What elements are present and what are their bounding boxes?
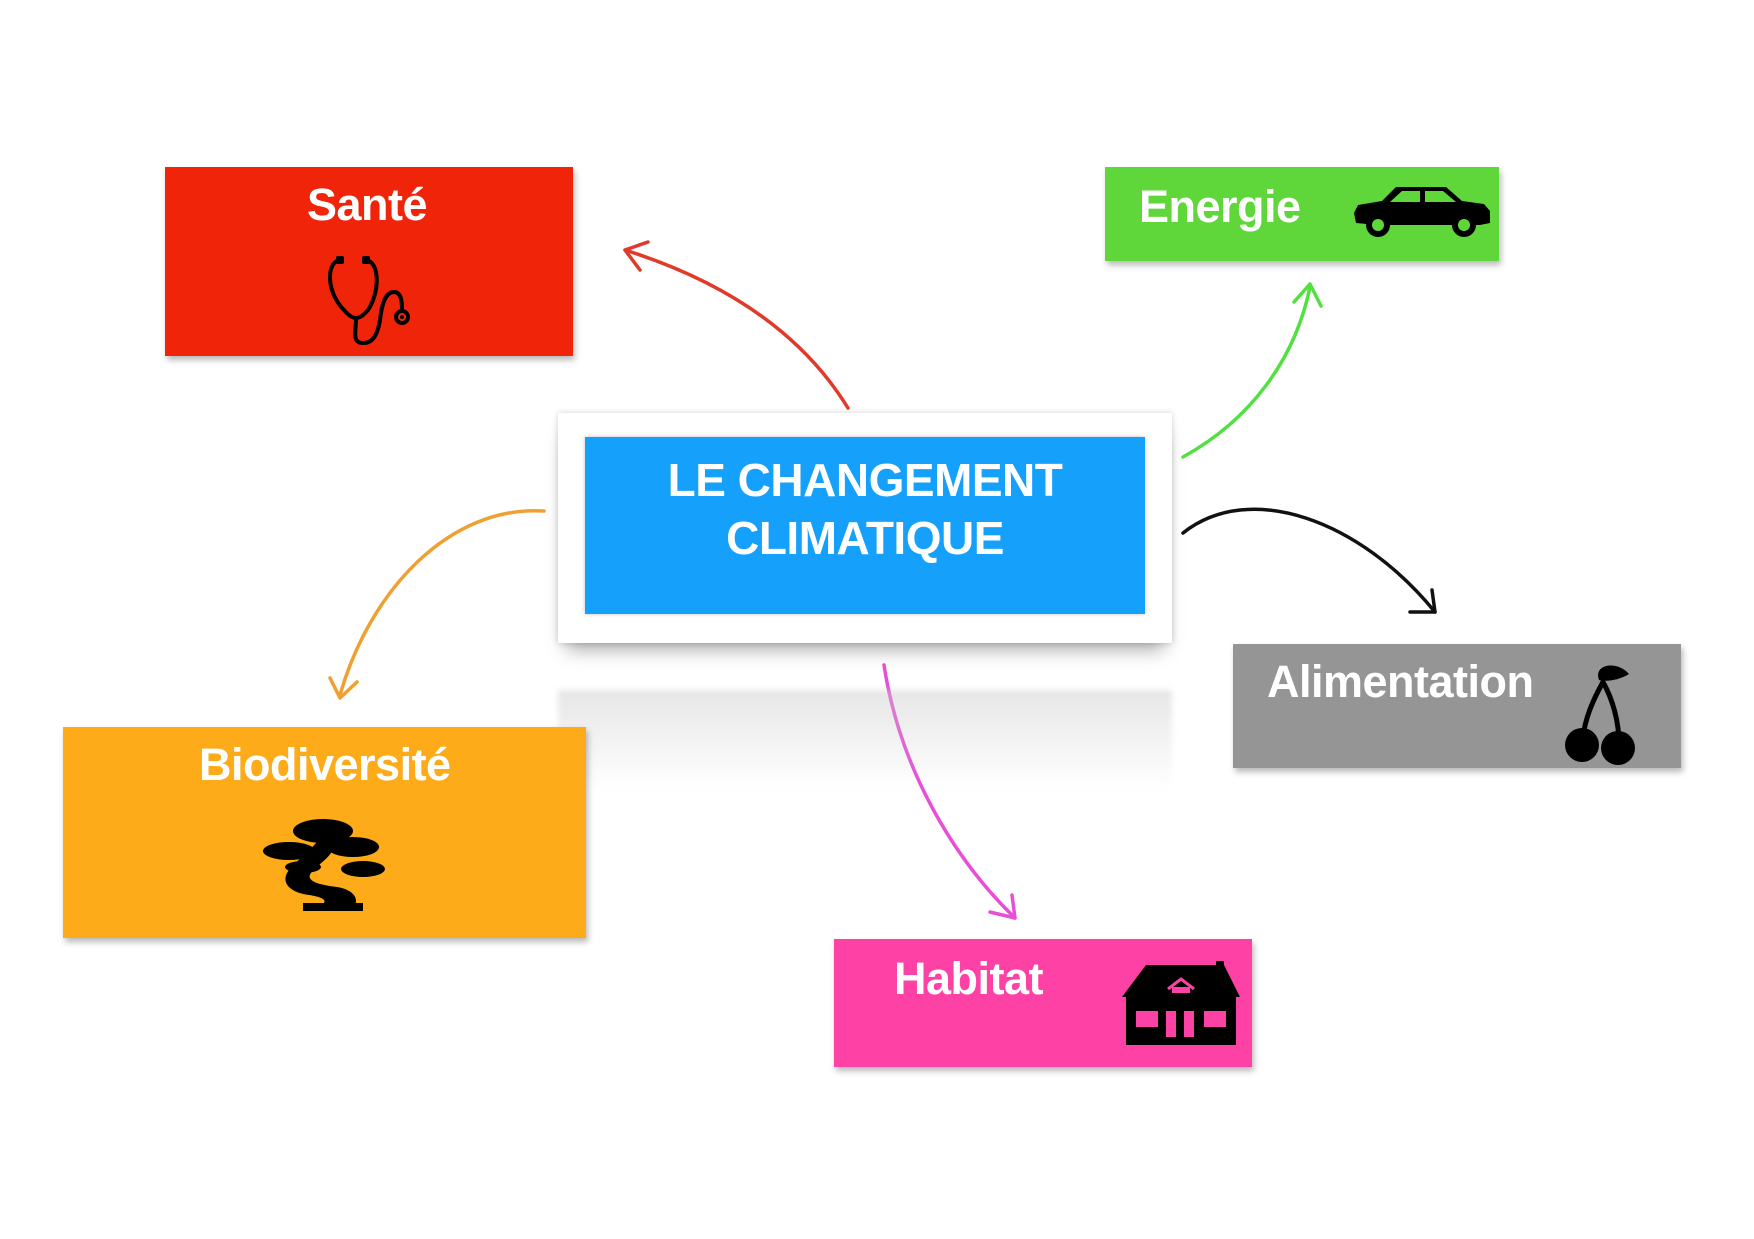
arrow-to-biodiversite bbox=[338, 509, 546, 697]
cherry-icon bbox=[1565, 665, 1635, 765]
topic-node-habitat: Habitat bbox=[834, 939, 1252, 1067]
topic-label-habitat: Habitat bbox=[894, 953, 1044, 1004]
topic-label-alimentation: Alimentation bbox=[1267, 656, 1534, 707]
topic-node-sante: Santé bbox=[165, 167, 573, 356]
arrow-head-habitat bbox=[988, 893, 1017, 920]
topic-label-biodiversite: Biodiversité bbox=[199, 739, 451, 790]
center-node-frame: LE CHANGEMENT CLIMATIQUE bbox=[558, 413, 1172, 643]
topic-node-biodiversite: Biodiversité bbox=[63, 727, 586, 938]
bonsai-tree-icon bbox=[263, 819, 385, 911]
topic-node-alimentation: Alimentation bbox=[1233, 644, 1681, 768]
arrow-head-energie bbox=[1292, 282, 1323, 308]
center-title-line-1: LE CHANGEMENT bbox=[667, 453, 1063, 506]
topic-label-sante: Santé bbox=[307, 179, 428, 230]
car-icon bbox=[1354, 187, 1490, 237]
arrow-to-alimentation bbox=[1181, 507, 1437, 614]
center-title-line-2: CLIMATIQUE bbox=[726, 511, 1004, 564]
center-node: LE CHANGEMENT CLIMATIQUE bbox=[585, 437, 1145, 614]
center-reflection bbox=[558, 690, 1172, 790]
arrow-to-sante bbox=[623, 248, 850, 410]
house-icon bbox=[1122, 961, 1240, 1045]
arrow-to-habitat bbox=[882, 663, 1017, 920]
arrow-to-energie bbox=[1181, 285, 1312, 459]
center-title: LE CHANGEMENT CLIMATIQUE bbox=[668, 451, 1063, 567]
topic-node-energie: Energie bbox=[1105, 167, 1499, 261]
arrow-head-alimentation bbox=[1408, 588, 1437, 614]
arrow-head-sante bbox=[623, 240, 650, 272]
arrow-head-biodiversite bbox=[328, 676, 359, 700]
topic-label-energie: Energie bbox=[1139, 181, 1301, 232]
stethoscope-icon bbox=[327, 256, 410, 346]
